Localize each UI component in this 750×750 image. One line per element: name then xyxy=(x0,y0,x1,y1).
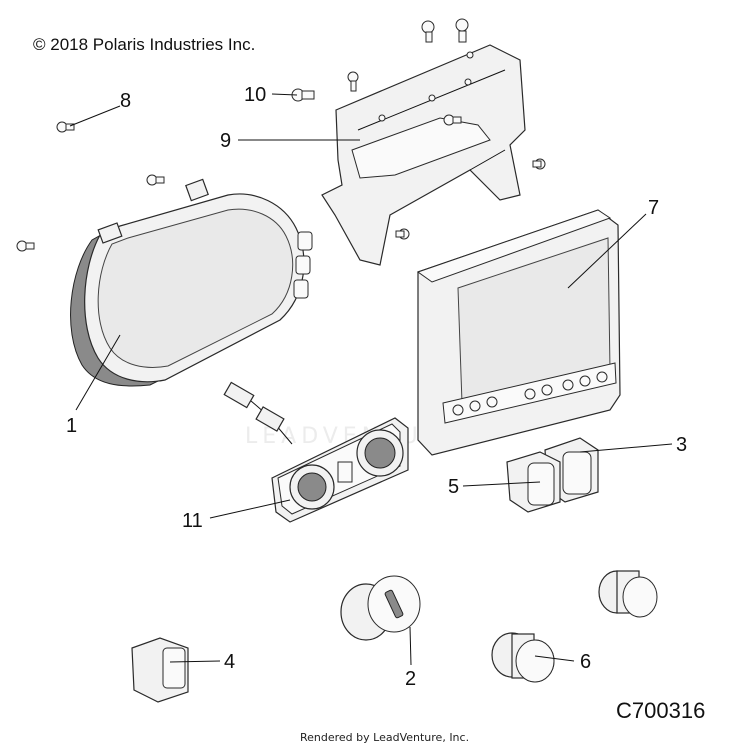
mounting-bracket-part[interactable] xyxy=(321,44,526,266)
screw-top-left-part[interactable] xyxy=(421,20,435,43)
display-screen-part[interactable] xyxy=(416,209,621,456)
callout-1: 1 xyxy=(66,415,77,437)
screw-8-part[interactable] xyxy=(56,121,75,133)
copyright-text: © 2018 Polaris Industries Inc. xyxy=(33,35,256,54)
screw-bracket-right-part[interactable] xyxy=(532,158,546,170)
callout-11: 11 xyxy=(182,510,203,532)
rendered-by-text: Rendered by LeadVenture, Inc. xyxy=(300,731,470,744)
leader-lines xyxy=(69,93,673,666)
callout-6: 6 xyxy=(580,651,591,673)
power-outlet-6-part[interactable] xyxy=(491,632,555,683)
ignition-switch-part[interactable] xyxy=(340,575,421,641)
callout-4: 4 xyxy=(224,651,235,673)
screw-bracket-low-part[interactable] xyxy=(395,228,410,240)
callout-7: 7 xyxy=(648,197,659,219)
diagram-code: C700316 xyxy=(616,698,706,723)
callout-10: 10 xyxy=(244,84,266,106)
callout-2: 2 xyxy=(405,668,416,690)
power-outlet-upper-part[interactable] xyxy=(598,570,658,618)
callout-3: 3 xyxy=(676,434,687,456)
screw-cluster-left-part[interactable] xyxy=(16,240,35,252)
rocker-switch-4-part[interactable] xyxy=(131,637,189,703)
callout-5: 5 xyxy=(448,476,459,498)
screw-top-right-part[interactable] xyxy=(455,18,469,43)
instrument-cluster-part[interactable] xyxy=(70,178,313,387)
screw-bracket-mid-part[interactable] xyxy=(443,114,462,126)
screw-cluster-top-part[interactable] xyxy=(146,174,165,186)
screw-bracket-top-part[interactable] xyxy=(347,71,359,92)
callout-8: 8 xyxy=(120,90,131,112)
callout-9: 9 xyxy=(220,130,231,152)
knob-control-panel-part[interactable] xyxy=(223,381,409,523)
